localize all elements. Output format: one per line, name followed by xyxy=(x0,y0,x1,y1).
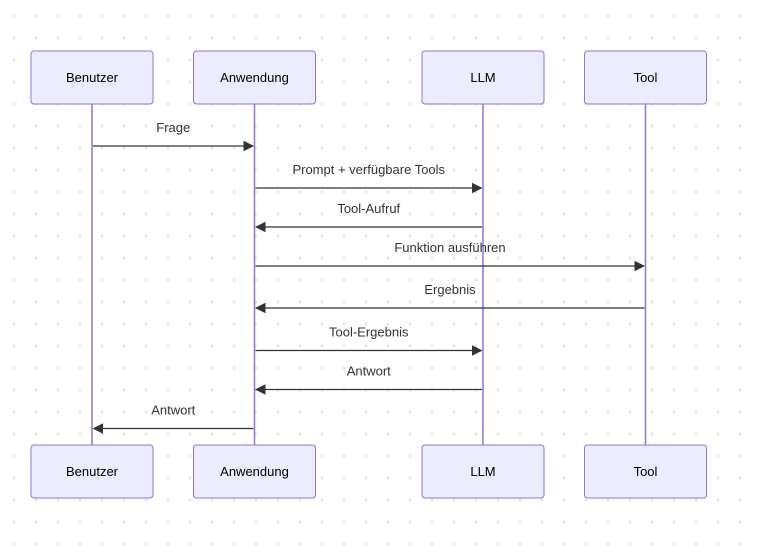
participants-bottom: Benutzer Anwendung LLM Tool xyxy=(30,444,707,499)
participant-label: LLM xyxy=(470,70,495,85)
participant-tool-bottom: Tool xyxy=(584,444,707,499)
participant-box xyxy=(30,50,154,105)
message-2: Prompt + verfügbare Tools xyxy=(255,162,483,194)
message-label: Antwort xyxy=(151,403,195,418)
message-label: Frage xyxy=(156,120,190,135)
participant-box xyxy=(421,50,545,105)
participant-anwendung-top: Anwendung xyxy=(193,50,316,105)
participant-llm-top: LLM xyxy=(421,50,545,105)
message-1: Frage xyxy=(93,120,255,152)
message-7: Antwort xyxy=(254,364,482,395)
participant-box xyxy=(30,444,154,499)
participant-llm-bottom: LLM xyxy=(421,444,545,499)
participant-label: Anwendung xyxy=(220,70,289,85)
participant-label: Benutzer xyxy=(66,70,119,85)
participant-anwendung-bottom: Anwendung xyxy=(193,444,316,499)
message-4: Funktion ausführen xyxy=(255,240,646,272)
participants-top: Benutzer Anwendung LLM Tool xyxy=(30,50,707,105)
participant-label: Tool xyxy=(634,464,658,479)
participant-box xyxy=(193,444,316,499)
participant-benutzer-bottom: Benutzer xyxy=(30,444,154,499)
participant-box xyxy=(421,444,545,499)
participant-label: Tool xyxy=(634,70,658,85)
message-label: Prompt + verfügbare Tools xyxy=(292,162,445,177)
message-label: Tool-Ergebnis xyxy=(329,325,409,340)
participant-label: Anwendung xyxy=(220,464,289,479)
participant-box xyxy=(193,50,316,105)
participant-label: LLM xyxy=(470,464,495,479)
message-8: Antwort xyxy=(92,403,254,434)
participant-box xyxy=(584,444,707,499)
message-label: Tool-Aufruf xyxy=(337,201,400,216)
message-5: Ergebnis xyxy=(254,282,645,314)
message-3: Tool-Aufruf xyxy=(254,201,482,233)
participant-benutzer-top: Benutzer xyxy=(30,50,154,105)
message-label: Ergebnis xyxy=(424,282,476,297)
lifelines xyxy=(91,104,647,445)
message-label: Antwort xyxy=(347,364,391,379)
participant-box xyxy=(584,50,707,105)
message-label: Funktion ausführen xyxy=(394,240,505,255)
participant-tool-top: Tool xyxy=(584,50,707,105)
message-6: Tool-Ergebnis xyxy=(255,325,483,356)
participant-label: Benutzer xyxy=(66,464,119,479)
